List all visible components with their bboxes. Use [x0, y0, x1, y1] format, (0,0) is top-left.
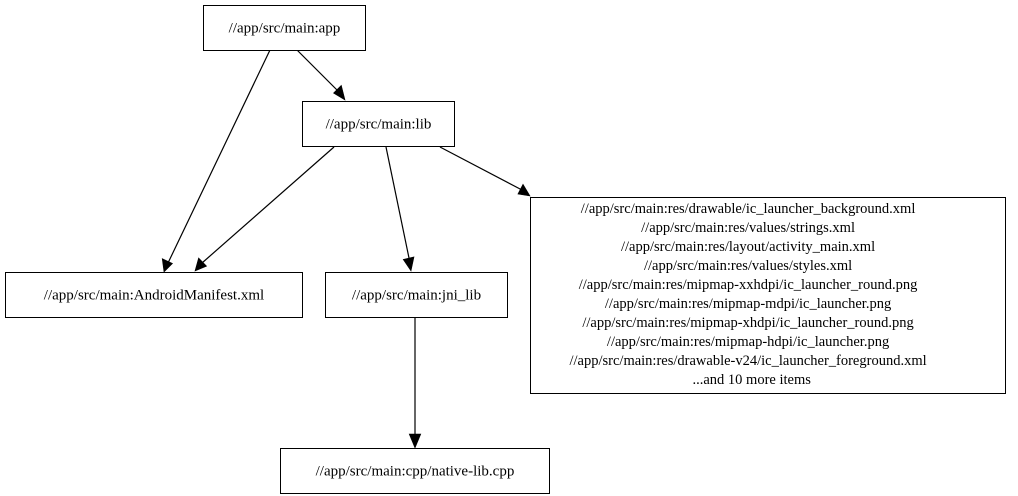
edge-line: [439, 146, 523, 191]
node-box[interactable]: [302, 101, 455, 147]
node-label: //app/src/main:cpp/native-lib.cpp: [316, 463, 515, 479]
resource-line: //app/src/main:res/drawable/ic_launcher_…: [581, 201, 916, 217]
edge-jni_lib-to-native_lib: [408, 317, 422, 449]
edge-lib-to-jni_lib: [385, 146, 415, 272]
node-native-lib[interactable]: //app/src/main:cpp/native-lib.cpp: [280, 448, 550, 494]
graph-nodes: //app/src/main:app //app/src/main:lib //…: [5, 5, 1006, 494]
node-jni-lib[interactable]: //app/src/main:jni_lib: [325, 272, 508, 318]
arrowhead-icon: [517, 183, 531, 197]
resource-line: //app/src/main:res/layout/activity_main.…: [621, 239, 875, 255]
edge-line: [296, 49, 340, 93]
edge-lib-to-manifest: [194, 146, 335, 272]
graph-edges: [161, 49, 531, 449]
arrowhead-icon: [402, 256, 415, 272]
node-label: //app/src/main:lib: [326, 116, 432, 132]
resource-line: ...and 10 more items: [692, 372, 811, 388]
edge-lib-to-resources: [439, 146, 531, 197]
resource-line: //app/src/main:res/drawable-v24/ic_launc…: [569, 353, 926, 369]
resource-line: //app/src/main:res/mipmap-xxhdpi/ic_laun…: [579, 277, 918, 293]
resource-line: //app/src/main:res/values/styles.xml: [644, 258, 852, 274]
node-lib[interactable]: //app/src/main:lib: [302, 101, 455, 147]
edge-line: [167, 49, 271, 264]
edge-line: [201, 146, 335, 264]
node-box[interactable]: [5, 272, 303, 318]
edge-app-to-lib: [296, 49, 346, 101]
node-box[interactable]: [280, 448, 550, 494]
node-label: //app/src/main:jni_lib: [352, 287, 481, 303]
resource-line: //app/src/main:res/mipmap-xhdpi/ic_launc…: [582, 315, 913, 331]
node-box[interactable]: [325, 272, 508, 318]
node-label: //app/src/main:AndroidManifest.xml: [44, 287, 264, 303]
node-app[interactable]: //app/src/main:app: [203, 5, 366, 51]
edge-app-to-manifest: [161, 49, 271, 273]
node-label-multi: //app/src/main:res/drawable/ic_launcher_…: [569, 201, 966, 388]
node-box[interactable]: [530, 197, 1006, 394]
resource-line: //app/src/main:res/mipmap-mdpi/ic_launch…: [605, 296, 891, 312]
arrowhead-icon: [408, 433, 422, 449]
arrowhead-icon: [194, 257, 208, 272]
node-manifest[interactable]: //app/src/main:AndroidManifest.xml: [5, 272, 303, 318]
resource-line: //app/src/main:res/mipmap-hdpi/ic_launch…: [607, 334, 889, 350]
resource-line: //app/src/main:res/values/strings.xml: [641, 220, 855, 236]
node-resources[interactable]: //app/src/main:res/drawable/ic_launcher_…: [530, 197, 1006, 394]
node-label: //app/src/main:app: [229, 20, 341, 36]
arrowhead-icon: [161, 258, 174, 273]
edge-line: [385, 146, 410, 259]
node-box[interactable]: [203, 5, 366, 51]
arrowhead-icon: [333, 84, 346, 101]
